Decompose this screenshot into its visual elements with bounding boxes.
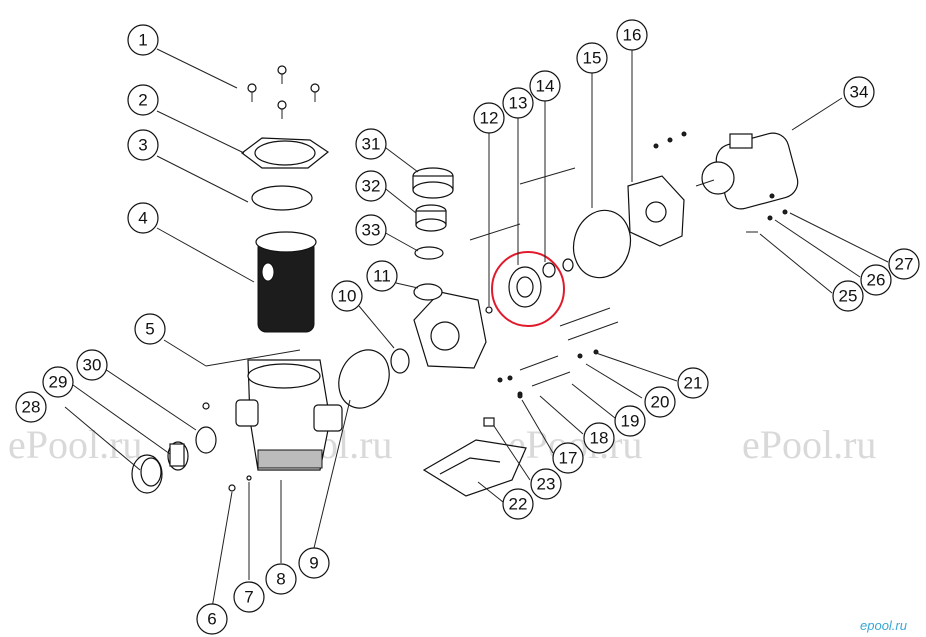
svg-text:28: 28 [22,398,41,417]
svg-text:25: 25 [839,287,858,306]
svg-text:23: 23 [537,475,556,494]
svg-text:13: 13 [509,94,528,113]
svg-text:7: 7 [244,588,253,607]
svg-text:16: 16 [623,26,642,45]
union-nut-part-28 [131,454,163,494]
svg-text:9: 9 [309,554,318,573]
o-ring-part-33 [414,246,444,260]
callout-22: 22 [502,488,534,520]
callout-18: 18 [583,422,615,454]
watermark-1: ePool.ru [8,422,142,467]
callout-19: 19 [614,405,646,437]
callout-12: 12 [473,102,505,134]
callout-14: 14 [529,70,561,102]
callout-7: 7 [233,581,265,613]
callout-21: 21 [677,367,709,399]
callout-16: 16 [616,19,648,51]
o-ring-part-15 [572,209,632,279]
o-ring-part-10 [390,348,410,374]
svg-text:15: 15 [583,49,602,68]
svg-text:21: 21 [684,374,703,393]
svg-text:32: 32 [362,177,381,196]
svg-text:8: 8 [276,570,285,589]
brand-logo: epool.ru [860,618,907,633]
callout-34: 34 [843,76,875,108]
basket-part-4 [255,231,317,333]
impeller-part-13 [508,266,542,308]
callout-10: 10 [331,280,363,312]
o-ring-part-30 [195,426,217,454]
bolt-set-parts-25-27 [653,131,788,233]
highlight-circle-part-13 [491,251,565,327]
callout-3: 3 [127,129,159,161]
callout-9: 9 [298,547,330,579]
callout-20: 20 [644,386,676,418]
svg-text:19: 19 [621,412,640,431]
strainer-housing-part-8 [235,359,343,471]
pad-part-23 [483,417,495,427]
screw-part-12 [485,306,493,314]
svg-text:1: 1 [138,31,147,50]
svg-text:30: 30 [83,356,102,375]
svg-text:31: 31 [362,135,381,154]
knob-set-part-1 [247,65,320,119]
callout-23: 23 [530,468,562,500]
motor-part-34 [695,132,799,210]
svg-text:26: 26 [867,271,886,290]
callout-6: 6 [196,603,228,635]
svg-text:10: 10 [338,287,357,306]
callout-31: 31 [355,128,387,160]
callout-13: 13 [502,87,534,119]
svg-text:18: 18 [590,429,609,448]
seal-plate-part-16 [627,175,685,247]
svg-text:5: 5 [145,320,154,339]
o-ring-part-3 [251,185,313,211]
o-ring-part-7 [246,475,252,481]
callout-29: 29 [42,366,74,398]
svg-text:12: 12 [480,109,499,128]
callout-1: 1 [127,24,159,56]
callout-28: 28 [15,391,47,423]
lid-part-2 [241,137,330,169]
callout-15: 15 [576,42,608,74]
svg-text:3: 3 [138,136,147,155]
bolt-set-parts-17-21 [469,167,619,399]
base-part-22 [422,439,527,497]
svg-text:17: 17 [559,449,578,468]
callout-4: 4 [127,202,159,234]
leader-lines [64,48,889,609]
callout-33: 33 [355,214,387,246]
svg-text:20: 20 [651,393,670,412]
union-tail-part-29 [167,441,189,471]
callout-25: 25 [832,280,864,312]
svg-text:33: 33 [362,221,381,240]
callout-30: 30 [76,349,108,381]
plug-part-5 [202,402,210,410]
callout-17: 17 [552,442,584,474]
union-tail-part-32 [415,204,447,232]
callout-26: 26 [860,264,892,296]
callout-11: 11 [366,260,398,292]
mechanical-seal-part-14 [542,258,574,278]
callout-2: 2 [127,84,159,116]
union-nut-part-31 [412,167,454,199]
callout-5: 5 [134,313,166,345]
callout-27: 27 [888,248,920,280]
svg-text:4: 4 [138,209,147,228]
svg-text:11: 11 [373,267,391,286]
callout-8: 8 [265,563,297,595]
svg-text:22: 22 [509,495,528,514]
watermark-4: ePool.ru [742,422,876,467]
svg-text:34: 34 [850,83,869,102]
svg-text:27: 27 [895,255,914,274]
svg-text:2: 2 [138,91,147,110]
svg-text:29: 29 [49,373,68,392]
callout-32: 32 [355,170,387,202]
o-ring-part-9 [338,349,390,409]
volute-part-11 [413,283,487,369]
svg-text:14: 14 [536,77,555,96]
svg-text:6: 6 [207,610,216,629]
plug-part-6 [228,484,236,492]
